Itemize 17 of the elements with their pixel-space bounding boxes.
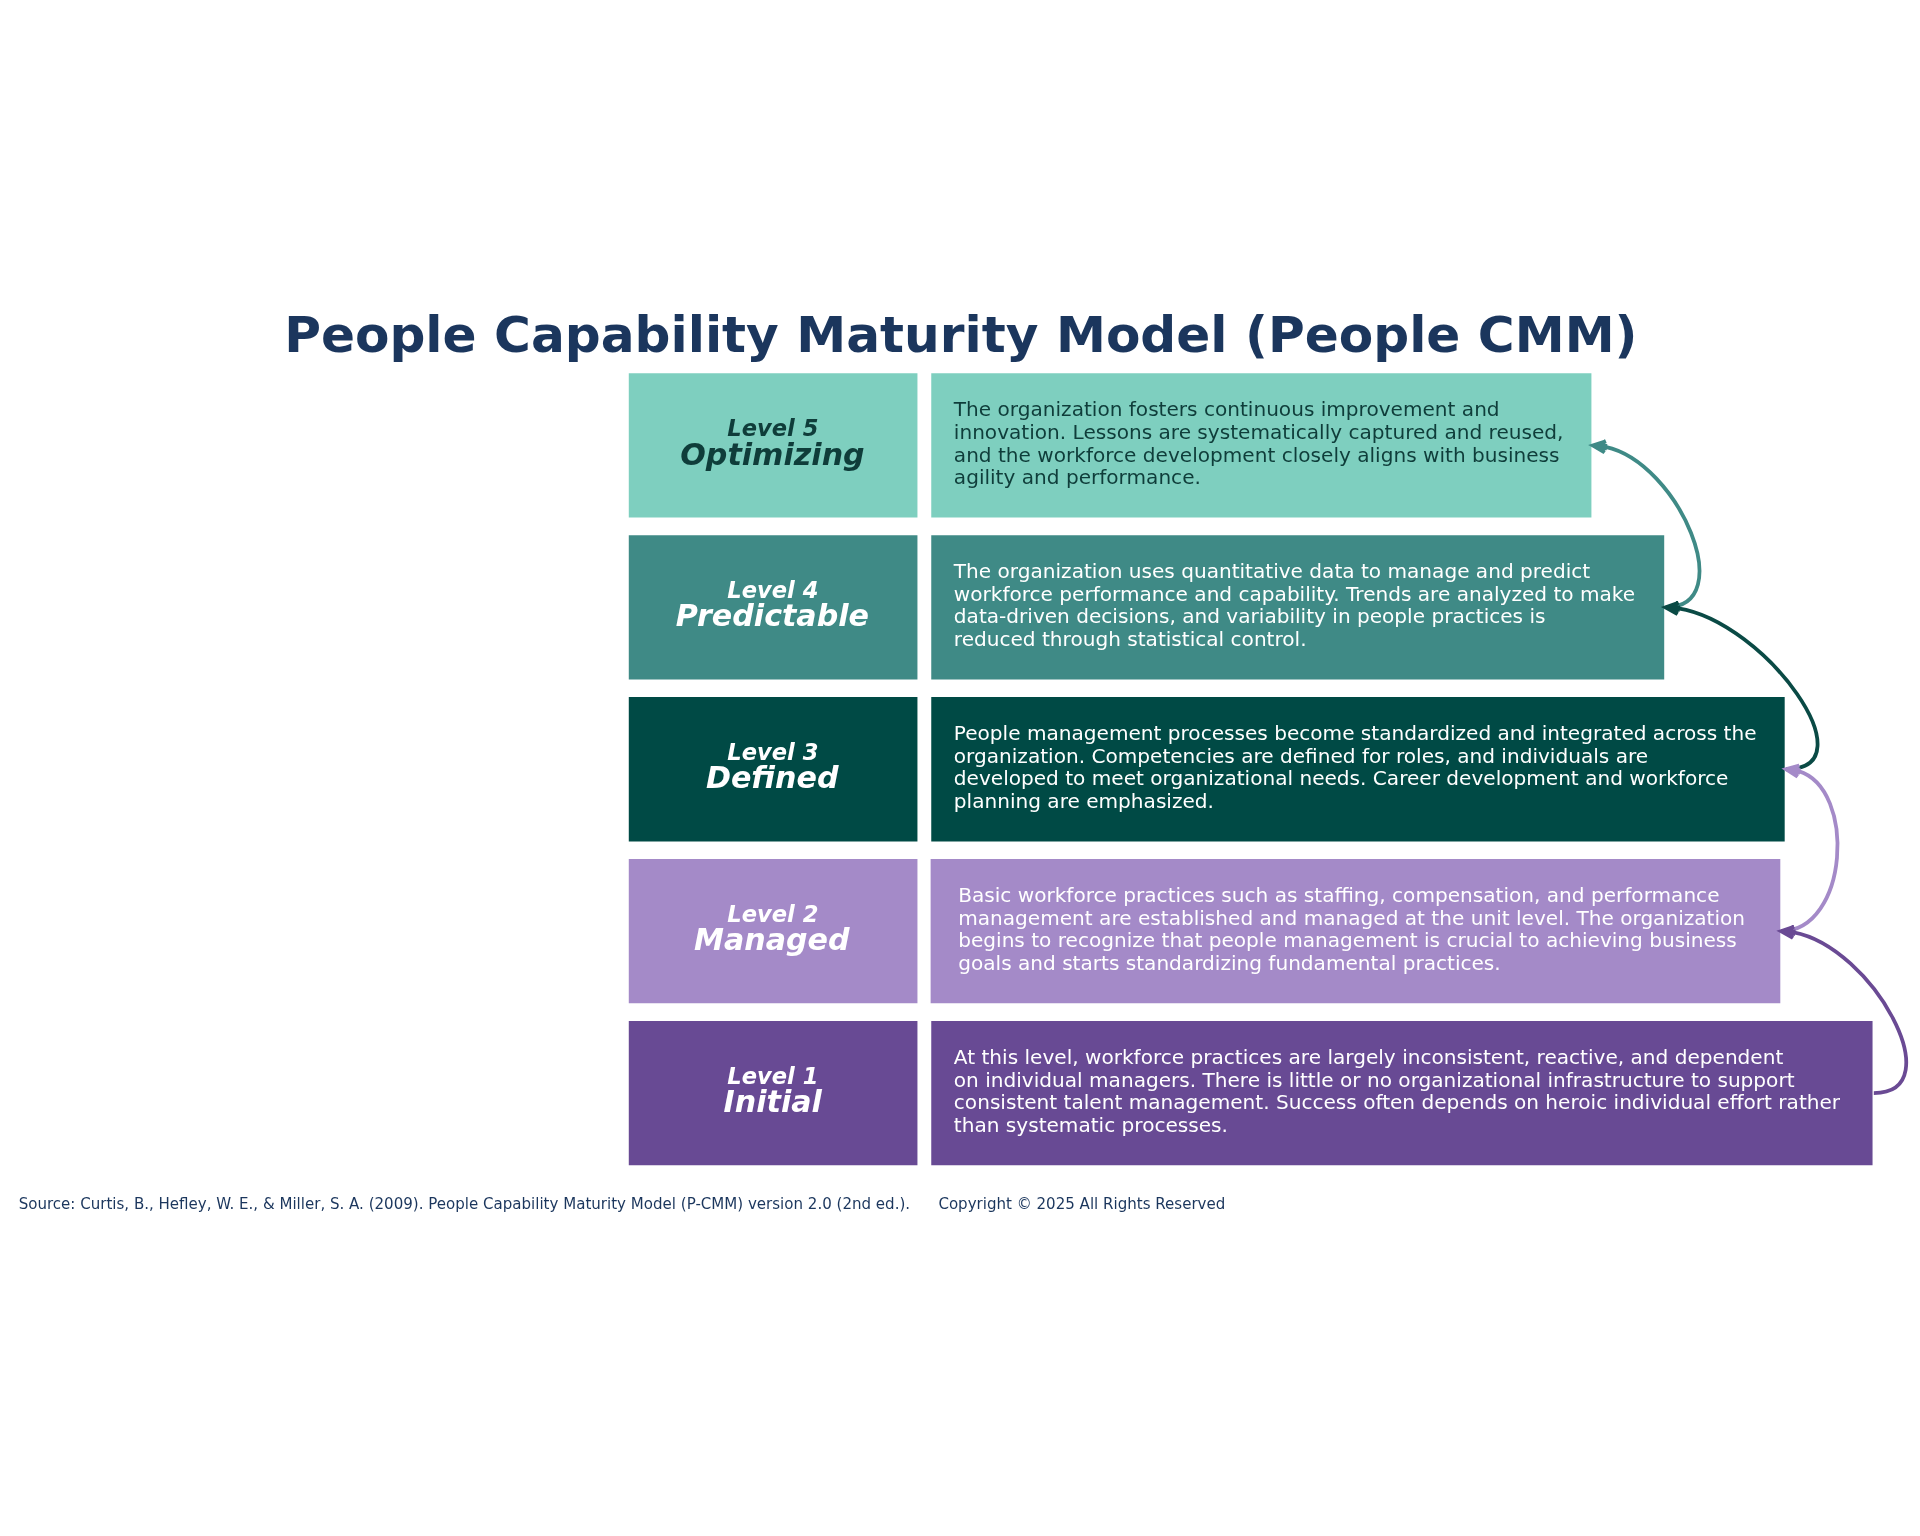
arrow: [1779, 924, 1908, 1095]
arrow: [1780, 763, 1840, 933]
node-box: Level 1 Initial: [628, 1020, 918, 1166]
node-box: The organization fosters continuous improvement and innovation. Lessons are systematically captured and reused, and the workforce development closely aligns with business agility and performance.: [931, 373, 1592, 518]
label: Source: Curtis, B., Hefley, W. E., & Miller, S. A. (2009). People Capability Maturity Model (P-CMM) version 2.0 (2nd ed.).: [18, 1195, 911, 1214]
node-box: Level 2 Managed: [628, 859, 918, 1004]
arrow: [1663, 600, 1820, 772]
node-box: Basic workforce practices such as staffing, compensation, and performance management are established and managed at the unit level. The organization begins to recognize that people management is crucial to achieving business goals and starts standardizing fundamental practices.: [930, 859, 1781, 1004]
diagram-title: People Capability Maturity Model (People CMM): [284, 304, 1638, 364]
node-box: Level 5 Optimizing: [628, 373, 918, 518]
node-box: Level 3 Defined: [628, 697, 918, 842]
node-box: At this level, workforce practices are largely inconsistent, reactive, and dependent on individual managers. There is little or no organizational infrastructure to support consistent talent management. Success often depends on heroic individual effort rather than systematic processes.: [931, 1020, 1873, 1166]
arrow: [1590, 439, 1702, 610]
node-box: People management processes become standardized and integrated across the organization. Competencies are defined for roles, and individuals are developed to meet organizational needs. Career development and workforce planning are emphasized.: [931, 697, 1785, 842]
node-box: The organization uses quantitative data to manage and predict workforce performance and capability. Trends are analyzed to make data-driven decisions, and variability in people practices is reduced through statistical control.: [931, 535, 1665, 680]
label: Copyright © 2025 All Rights Reserved: [938, 1195, 1226, 1214]
node-box: Level 4 Predictable: [628, 535, 918, 680]
